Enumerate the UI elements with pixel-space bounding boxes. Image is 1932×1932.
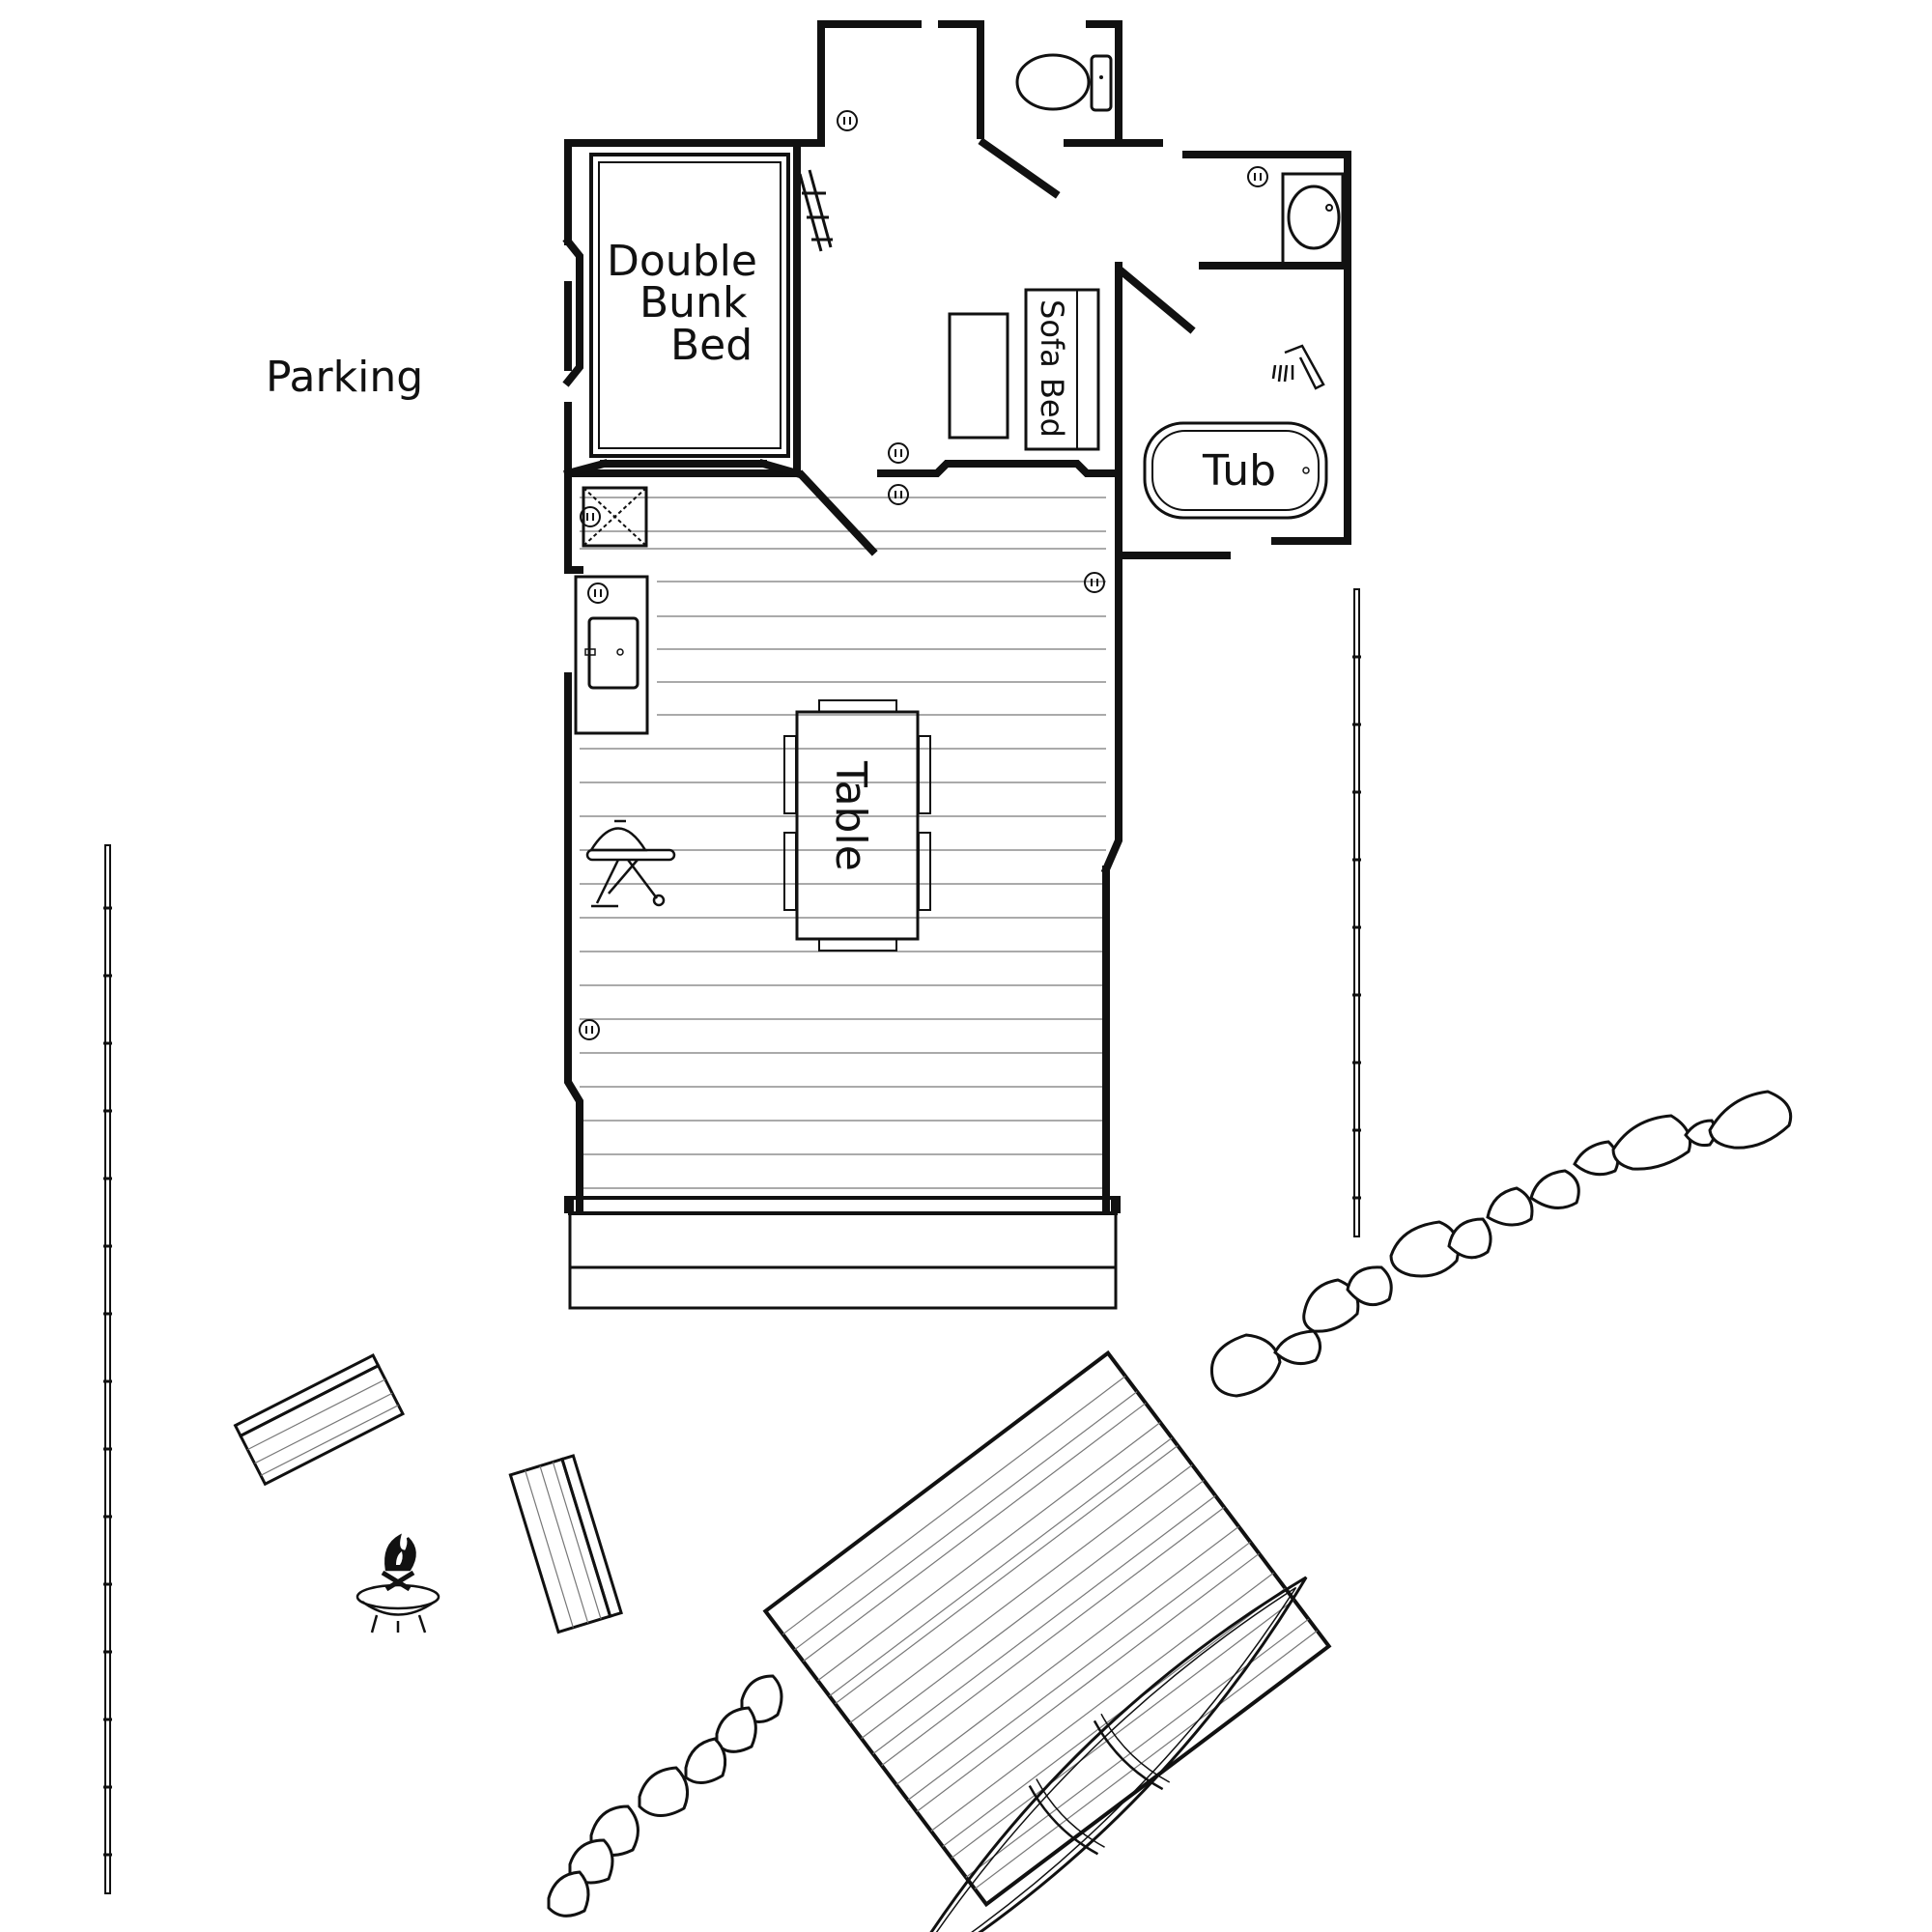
sofa-bed-label: Sofa Bed (1034, 299, 1070, 438)
shower-icon (1271, 344, 1325, 390)
outlet-icon (1084, 572, 1105, 593)
sofa-bed: Sofa Bed (1024, 288, 1100, 451)
double-bunk-bed-label-1: Double (607, 237, 757, 286)
outlet-icon (1247, 166, 1268, 187)
outlet-icon (579, 1019, 600, 1040)
stone-path-upper (1209, 1090, 1793, 1398)
bathtub-icon: Tub (1143, 421, 1328, 520)
fire-pit-icon (355, 1533, 440, 1634)
double-bunk-bed: Double Bunk Bed (589, 153, 833, 458)
deck (580, 497, 1106, 1189)
tub-label: Tub (1202, 446, 1276, 496)
canoe-icon (895, 1576, 1308, 1932)
dock (762, 1350, 1332, 1908)
ladder (798, 169, 833, 252)
coffee-table (948, 312, 1009, 440)
outlet-icon (888, 484, 909, 505)
grill-icon (585, 819, 676, 908)
bunk-room-notches (562, 236, 583, 387)
outlet-icons (579, 110, 1268, 1040)
outlet-icon (587, 582, 609, 604)
walls (563, 20, 1351, 1211)
table-label: Table (826, 760, 875, 871)
kitchen-counter (574, 486, 649, 735)
left-fence (103, 844, 112, 1894)
double-bunk-bed-label-3: Bed (670, 321, 753, 370)
outlet-icon (888, 442, 909, 464)
stone-path-lower (547, 1674, 783, 1918)
bench-left (233, 1353, 406, 1487)
double-bunk-bed-label-2: Bunk (639, 278, 748, 327)
doors (796, 137, 1196, 556)
deck-edge (564, 1196, 1121, 1310)
dining-table: Table (783, 699, 931, 952)
outlet-icon (837, 110, 858, 131)
parking-label: Parking (266, 353, 423, 402)
bathroom-sink-icon (1281, 172, 1345, 268)
right-fence (1352, 588, 1361, 1237)
outlet-icon (580, 506, 601, 527)
bench-right (508, 1454, 623, 1634)
toilet-icon (1015, 53, 1113, 112)
